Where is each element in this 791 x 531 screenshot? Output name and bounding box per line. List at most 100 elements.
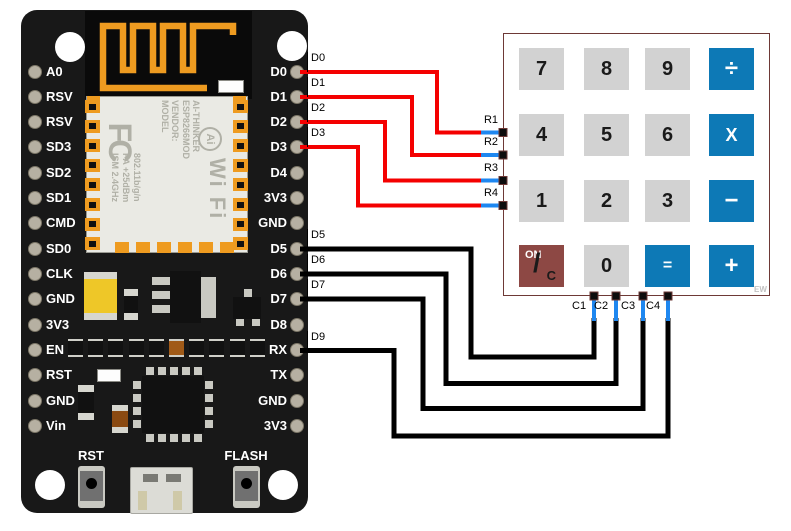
pin-pad-D4 [290,165,304,180]
wifi-logo: Wi Fi [205,158,230,221]
keypad-pin-label-C3: C3 [621,300,636,312]
pin-label-A0: A0 [46,63,63,79]
wire-D9 [300,318,671,439]
module-bottom-pad [178,242,192,253]
wire-label-D7: D7 [307,279,325,299]
rst-button[interactable] [78,466,105,508]
key-8[interactable]: 8 [584,48,629,90]
keypad-pin-label-C4: C4 [646,300,661,312]
usb-contact [166,474,181,482]
usb-connector[interactable] [130,467,193,514]
pin-label-RSV: RSV [46,114,73,130]
wire-D2 [300,120,481,183]
pin-label-SD2: SD2 [46,164,72,180]
module-bottom-pad [220,242,234,253]
module-regulatory-text: ISM 2.4GHz PA +25dBm 802.11b/g/n [110,153,142,203]
pin-label-D6: D6 [270,266,287,282]
regulator-tab [201,277,216,318]
module-model-label: MODEL VENDOR: [160,100,180,142]
pad-smd [68,339,83,357]
module-corner-pad [87,96,100,103]
pin-label-3V3: 3V3 [263,418,287,434]
pin-label-3V3: 3V3 [46,316,70,332]
key-7[interactable]: 7 [519,48,564,90]
usb-pin [173,491,182,510]
transistor-leg [244,289,252,297]
wire-D1 [300,95,481,157]
key-4[interactable]: 4 [519,114,564,156]
mount-hole [268,470,298,500]
module-side-pad [233,119,248,133]
pad-smd [128,339,144,357]
key-divide[interactable]: ÷ [709,48,754,90]
pin-pad-SD0 [28,241,42,256]
transistor-leg [252,319,260,326]
pin-pad-CMD [28,216,42,231]
pin-label-EN: EN [46,342,65,358]
key-plus[interactable]: + [709,245,754,287]
pin-label-RSV: RSV [46,88,73,104]
key-on-clear[interactable]: ON/C [519,245,564,287]
pin-label-D1: D1 [270,88,287,104]
keypad-pin-label-C2: C2 [594,300,609,312]
chip-pin [158,367,166,375]
wire-D0 [300,70,481,135]
pin-pad-D5 [290,241,304,256]
key-equals[interactable]: = [645,245,690,287]
capacitor-small [124,289,138,320]
regulator-leg [152,277,170,285]
pin-label-3V3: 3V3 [263,190,287,206]
key-2[interactable]: 2 [584,180,629,222]
pin-pad-RSV [28,115,42,130]
chip-pin [205,407,213,415]
flash-button[interactable] [233,466,260,508]
module-bottom-pad [115,242,129,253]
pin-pad-CLK [28,267,42,282]
flash-button-label: FLASH [224,448,268,463]
pin-pad-EN [28,343,42,358]
pin-label-GND: GND [258,215,287,231]
key-5[interactable]: 5 [584,114,629,156]
transistor-leg [236,319,244,326]
key-9[interactable]: 9 [645,48,690,90]
pin-pad-3V3 [290,419,304,434]
pin-label-SD1: SD1 [46,190,72,206]
pin-pad-RSV [28,89,42,104]
mount-hole [35,470,65,500]
chip-pin [133,420,141,428]
chip-pin [133,381,141,389]
module-side-pad [233,139,248,153]
key-multiply[interactable]: X [709,114,754,156]
key-3[interactable]: 3 [645,180,690,222]
module-side-pad [233,100,248,113]
chip-pin [205,420,213,428]
wire-label-D3: D3 [307,127,325,147]
pin-label-D4: D4 [270,164,287,180]
pin-pad-A0 [28,64,42,79]
mount-hole [277,31,307,61]
pin-label-D0: D0 [270,63,287,79]
pad-smd [148,339,164,357]
capacitor-yellow [84,272,117,320]
pin-label-TX: TX [270,367,287,383]
pin-pad-D8 [290,317,304,332]
pin-pad-SD3 [28,140,42,155]
key-1[interactable]: 1 [519,180,564,222]
voltage-regulator [170,271,201,323]
module-side-pad [233,237,248,251]
pin-label-CMD: CMD [46,215,76,231]
key-6[interactable]: 6 [645,114,690,156]
pin-label-Vin: Vin [46,418,66,434]
chip-pin [170,434,178,442]
wire-D3 [300,145,481,208]
module-bottom-pad [199,242,213,253]
pin-label-GND: GND [46,291,75,307]
module-side-pad [85,139,100,153]
module-bottom-pad [157,242,171,253]
wire-label-D9: D9 [307,330,325,351]
key-0[interactable]: 0 [584,245,629,287]
pin-pad-GND [290,216,304,231]
chip-pin [205,394,213,402]
key-minus[interactable]: − [709,180,754,222]
